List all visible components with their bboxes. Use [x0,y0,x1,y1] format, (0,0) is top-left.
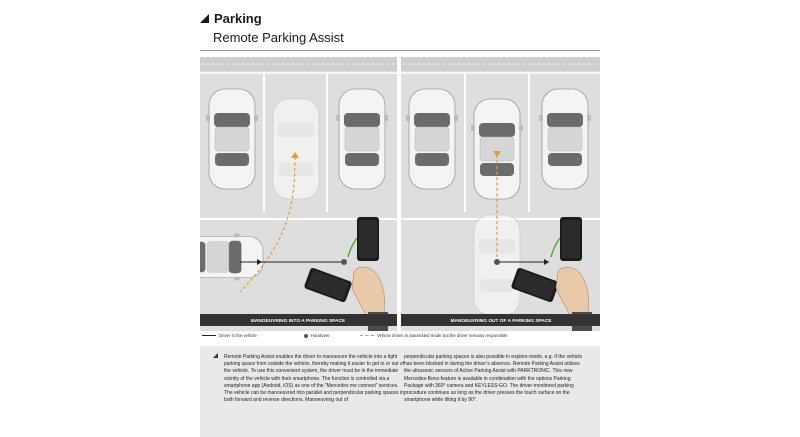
parked-car-right [335,88,389,190]
legend-dashed-line-icon [360,335,374,336]
parking-diagram-svg: MANOEUVRING INTO A PARKING SPACE [200,57,600,331]
legend-driver-label: Driver in the vehicle [219,333,257,338]
section-triangle-icon [200,14,209,23]
target-ghost-car [272,98,320,200]
header-rule [200,50,600,51]
legend-automated-label: Vehicle drives in automated mode but the… [377,333,508,338]
driver-arrow-icon [257,259,262,265]
legend-automated: Vehicle drives in automated mode but the… [360,333,507,338]
approaching-car [200,233,264,281]
legend-dot-icon [304,333,308,338]
left-panel-label-bar [200,314,397,326]
legend-solid-line-icon [202,335,216,336]
description-box: Remote Parking Assist enables the driver… [200,346,600,437]
legend-driver: Driver in the vehicle [202,333,257,338]
legend-handover-label: Handover [311,333,330,338]
parked-car-left [205,88,259,190]
right-panel-label-bar [401,314,600,326]
page-title: Parking [214,11,262,26]
header: Parking Remote Parking Assist [200,10,600,51]
automated-path-line [239,156,296,293]
handover-dot [341,259,347,265]
left-panel: MANOEUVRING INTO A PARKING SPACE [200,57,397,331]
right-panel-kerb [401,57,600,71]
path-arrow-icon [291,152,299,158]
right-panel: MANOEUVRING OUT OF A PARKING SPACE [401,57,600,331]
handover-dot [494,259,500,265]
parking-illustration: MANOEUVRING INTO A PARKING SPACE [200,57,600,331]
phone-upright-right [560,217,582,261]
description-column-1: Remote Parking Assist enables the driver… [224,354,405,404]
legend-handover: Handover [304,333,330,338]
description-column-2: perpendicular parking spaces is also pos… [404,354,583,404]
right-panel-label: MANOEUVRING OUT OF A PARKING SPACE [450,318,552,324]
left-panel-label: MANOEUVRING INTO A PARKING SPACE [251,318,346,324]
parked-car-left [405,88,459,190]
driver-arrow-icon [544,259,549,265]
description-triangle-icon [213,353,218,358]
legend: Driver in the vehicle Handover Vehicle d… [200,331,600,341]
parked-car-right [538,88,592,190]
phone-upright-left [357,217,379,261]
page-subtitle: Remote Parking Assist [213,30,344,45]
path-arrow-icon [493,151,501,157]
